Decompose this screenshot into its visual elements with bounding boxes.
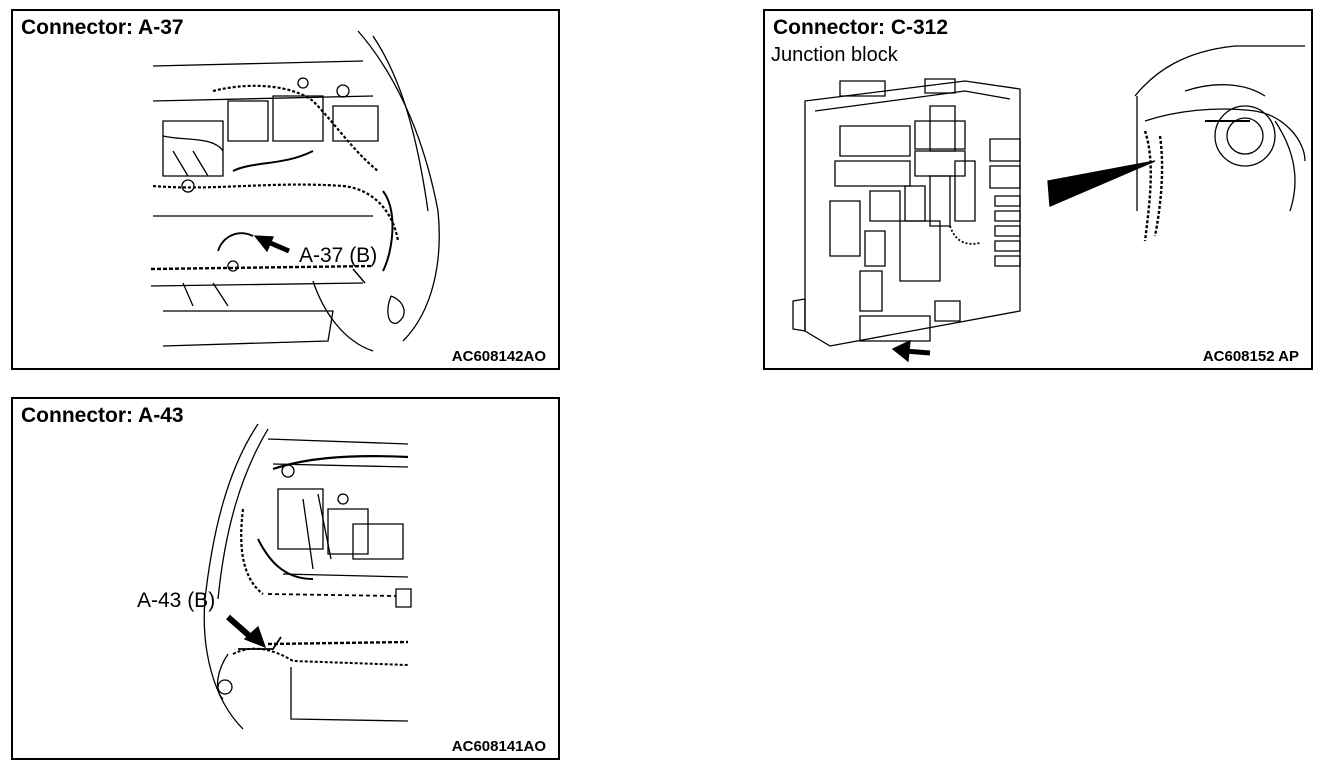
panel-title: Connector: A-43 <box>21 404 184 427</box>
figure-code: AC608142AO <box>451 348 546 365</box>
connector-callout: A-37 (B) <box>299 244 378 267</box>
diagram-panel-a37: Connector: A-37 A <box>11 9 560 370</box>
junction-block-illustration <box>765 11 1311 368</box>
panel-title: Connector: A-37 <box>21 16 184 39</box>
panel-subtitle: Junction block <box>771 44 898 66</box>
engine-bay-illustration <box>13 399 558 758</box>
diagram-panel-c312: Connector: C-312 Junction block <box>763 9 1313 370</box>
figure-code: AC608152 AP <box>1202 348 1299 365</box>
panel-title: Connector: C-312 <box>773 16 949 39</box>
diagram-panel-a43: Connector: A-43 A-43 (B) AC608141AO <box>11 397 560 760</box>
figure-code: AC608141AO <box>451 738 546 755</box>
engine-bay-illustration <box>13 11 558 368</box>
connector-callout: A-43 (B) <box>137 589 216 612</box>
